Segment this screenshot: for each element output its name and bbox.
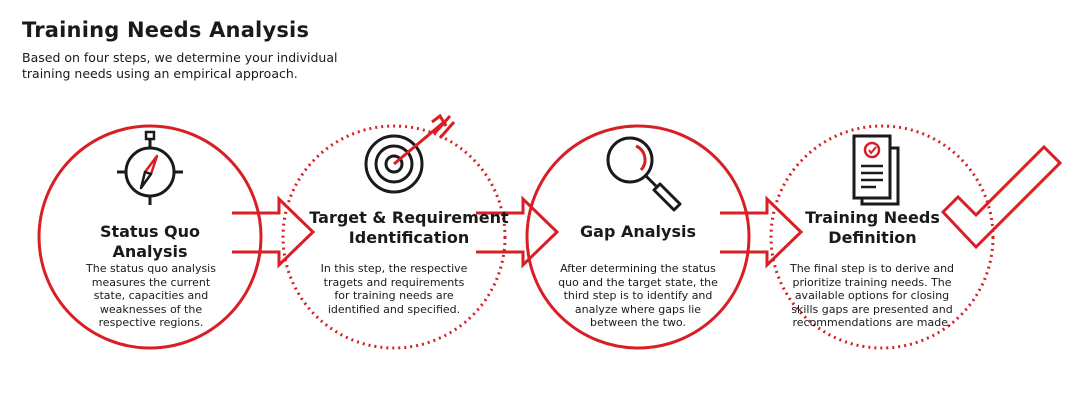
checkmark-icon xyxy=(940,144,1063,250)
step-2-circle xyxy=(281,124,507,350)
step-3-circle xyxy=(525,124,751,350)
step-1-description: The status quo analysis measures the cur… xyxy=(86,262,216,329)
step-1-title: Status Quo Analysis xyxy=(99,222,201,261)
magnifier-icon xyxy=(606,136,682,212)
target-icon xyxy=(364,113,456,194)
step-4-description: The final step is to derive and prioriti… xyxy=(789,262,955,329)
page-title: Training Needs Analysis xyxy=(22,18,310,42)
step-1-circle xyxy=(37,124,263,350)
step-3-title: Gap Analysis xyxy=(580,222,696,241)
step-4-title: Training Needs Definition xyxy=(805,208,940,247)
step-4-circle xyxy=(769,124,995,350)
document-icon xyxy=(852,134,900,206)
step-2-description: In this step, the respective tragets and… xyxy=(320,262,468,316)
compass-icon xyxy=(117,130,183,205)
step-3-description: After determining the status quo and the… xyxy=(558,262,718,329)
step-2-title: Target & Requirement Identification xyxy=(309,208,509,247)
arrow-1 xyxy=(232,195,316,269)
page-subtitle: Based on four steps, we determine your i… xyxy=(22,50,338,81)
arrow-3 xyxy=(720,195,804,269)
arrow-2 xyxy=(476,195,560,269)
